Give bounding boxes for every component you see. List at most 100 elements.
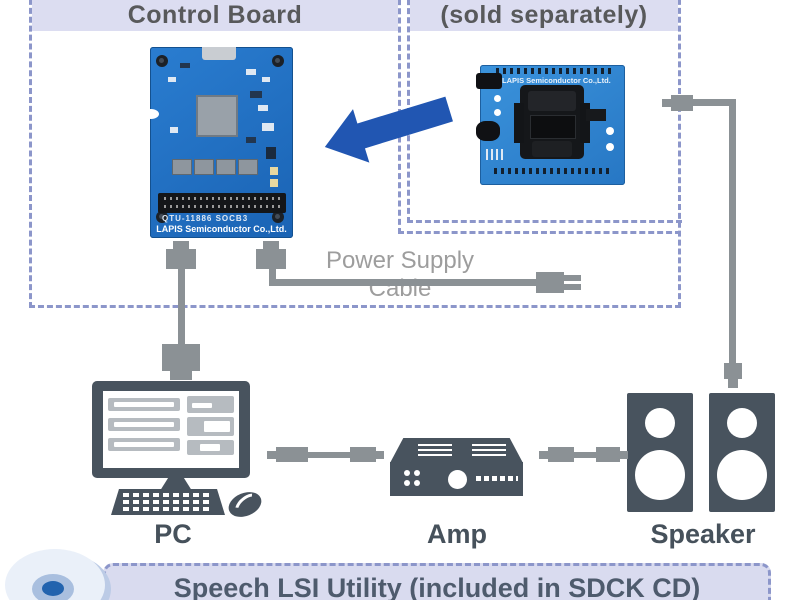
- woofer: [717, 450, 767, 500]
- key-rows: [123, 493, 213, 511]
- screen-block: [108, 418, 180, 431]
- power-plug-icon: [256, 249, 286, 269]
- amp-dot: [414, 470, 420, 476]
- component: [250, 91, 262, 98]
- screw-icon: [156, 211, 168, 223]
- board-part-number: QTU-11886 SOCB3: [162, 214, 249, 223]
- usb-plug-icon: [170, 371, 192, 380]
- chip: [194, 159, 214, 175]
- component: [266, 147, 276, 159]
- kit-dashed-box: [29, 0, 681, 308]
- component: [170, 127, 178, 133]
- amp-dot: [404, 480, 410, 486]
- cable-plug-icon: [350, 447, 376, 462]
- speaker-icon: [627, 393, 693, 512]
- speaker-icon: [709, 393, 775, 512]
- utility-banner: Speech LSI Utility (included in SDCK CD): [103, 563, 771, 600]
- cable-plug-icon: [662, 99, 671, 107]
- board-brand: LAPIS Semiconductor Co.,Ltd.: [502, 76, 611, 85]
- power-plug-icon: [263, 241, 279, 249]
- amp-knob: [448, 470, 467, 489]
- pc-screen: [103, 391, 239, 468]
- pin-row: [496, 68, 612, 74]
- mount-hole: [606, 127, 614, 135]
- screen-block: [108, 398, 180, 411]
- mount-hole: [606, 143, 614, 151]
- sold-separately-header: (sold separately): [410, 0, 678, 31]
- socket-cavity: [530, 115, 576, 139]
- socket-lid: [528, 91, 576, 111]
- cable-plug-icon: [276, 447, 308, 462]
- cable-plug-icon: [539, 451, 548, 459]
- component: [262, 123, 274, 131]
- component: [246, 69, 256, 75]
- screen-block: [187, 440, 234, 455]
- cable-line: [269, 268, 276, 284]
- screw-icon: [272, 55, 284, 67]
- speaker-label: Speaker: [650, 519, 756, 549]
- cable-line: [574, 452, 596, 458]
- component: [180, 63, 190, 68]
- screw-icon: [156, 55, 168, 67]
- amp-front: [390, 462, 523, 496]
- pc-label: PC: [154, 519, 192, 549]
- amp-dashes: [476, 476, 518, 481]
- plug-prong: [564, 275, 581, 281]
- cable-plug-icon: [724, 363, 742, 379]
- cable-plug-icon: [548, 447, 574, 462]
- component: [246, 137, 256, 143]
- cable-plug-icon: [671, 95, 693, 111]
- cable-line: [729, 99, 736, 363]
- cable-plug-icon: [376, 451, 384, 459]
- screen-block: [187, 396, 234, 413]
- led: [270, 167, 278, 175]
- pin-row: [164, 205, 280, 208]
- amp-label: Amp: [427, 519, 487, 549]
- screw-icon: [272, 211, 284, 223]
- screen-block: [108, 438, 180, 451]
- cable-line: [178, 268, 185, 344]
- audio-jack: [476, 73, 502, 89]
- component: [262, 77, 270, 82]
- cd-hole: [42, 581, 64, 596]
- screen-block: [187, 417, 234, 436]
- control-board-pcb: QTU-11886 SOCB3 LAPIS Semiconductor Co.,…: [143, 47, 293, 238]
- mouse-stripe: [231, 489, 264, 521]
- component: [168, 77, 176, 82]
- usb-plug-icon: [162, 344, 200, 371]
- cable-plug-icon: [267, 451, 276, 459]
- amp-dot: [414, 480, 420, 486]
- main-chip: [196, 95, 238, 137]
- chip: [172, 159, 192, 175]
- amp-vent: [472, 444, 506, 456]
- power-cable-label: Power Supply Cable: [325, 247, 475, 302]
- jumper-header: [586, 109, 606, 121]
- arrow-left-icon: [324, 96, 453, 163]
- mouse-icon: [224, 487, 266, 522]
- chip: [216, 159, 236, 175]
- plug-prong: [564, 284, 581, 290]
- usb-port: [202, 47, 236, 60]
- pin-row: [494, 168, 612, 174]
- usb-plug-icon: [173, 241, 189, 249]
- amp-icon: [390, 438, 523, 463]
- cd-icon: [0, 540, 130, 600]
- cable-plug-icon: [728, 379, 738, 388]
- lsi-socket: [514, 85, 590, 159]
- led: [270, 179, 278, 187]
- amp-dot: [404, 470, 410, 476]
- power-plug-icon: [536, 272, 564, 293]
- tweeter: [645, 408, 675, 438]
- amp-vent: [418, 444, 452, 456]
- cable-plug-icon: [620, 451, 628, 459]
- hole-grid: [486, 149, 504, 160]
- tweeter: [727, 408, 757, 438]
- cable-line: [693, 99, 736, 106]
- mount-hole: [494, 109, 501, 116]
- board-brand: LAPIS Semiconductor Co.,Ltd.: [156, 224, 287, 234]
- usb-plug-icon: [166, 249, 196, 269]
- pin-header: [158, 193, 286, 213]
- sold-separately-title: (sold separately): [440, 1, 648, 29]
- utility-banner-text: Speech LSI Utility (included in SDCK CD): [173, 573, 701, 600]
